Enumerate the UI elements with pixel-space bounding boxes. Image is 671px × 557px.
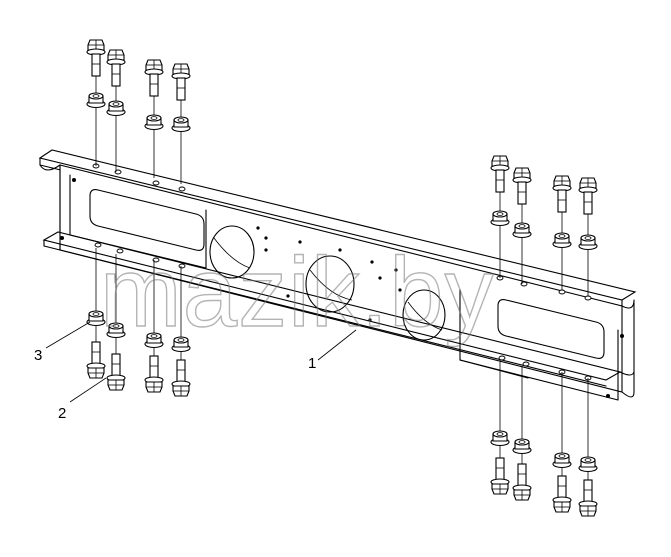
bolt-right-upper-2 (512, 167, 532, 205)
nut-right-upper-2 (512, 222, 532, 239)
bolt-left-upper-2 (106, 49, 126, 87)
callout-2: 2 (58, 377, 107, 422)
bolt-left-upper-1 (86, 39, 106, 77)
nut-left-upper-4 (171, 116, 191, 133)
callout-3: 3 (34, 321, 91, 364)
nut-left-lower-2 (106, 322, 126, 339)
nut-left-upper-3 (144, 114, 164, 131)
bolt-left-upper-4 (171, 63, 191, 101)
bolt-left-lower-2 (106, 353, 126, 391)
nut-right-upper-1 (490, 210, 510, 227)
bolt-left-lower-1 (86, 341, 106, 379)
fastener-group (86, 39, 598, 517)
nut-left-lower-1 (86, 310, 106, 327)
nut-left-upper-1 (86, 92, 106, 109)
nut-left-upper-2 (106, 100, 126, 117)
nut-right-lower-4 (578, 456, 598, 473)
bolt-left-lower-3 (144, 355, 164, 393)
nut-right-lower-1 (490, 430, 510, 447)
bolt-right-lower-1 (490, 457, 510, 495)
bolt-right-upper-3 (552, 175, 572, 213)
web-rivet-holes (60, 178, 624, 398)
bolt-left-lower-4 (171, 359, 191, 397)
bolt-right-upper-4 (578, 177, 598, 215)
callout-1: 1 (308, 329, 357, 372)
cross-member-beam (38, 149, 637, 401)
nut-right-upper-4 (578, 234, 598, 251)
nut-right-lower-3 (552, 452, 572, 469)
nut-left-lower-4 (171, 336, 191, 353)
callout-2-label: 2 (58, 405, 66, 422)
bolt-right-upper-1 (490, 155, 510, 193)
bolt-right-lower-2 (512, 463, 532, 501)
bolt-left-upper-3 (144, 59, 164, 97)
watermark-text: mazik.by (100, 237, 495, 347)
nut-left-lower-3 (144, 332, 164, 349)
bolt-right-lower-4 (578, 479, 598, 517)
nut-right-lower-2 (512, 438, 532, 455)
bolt-right-lower-3 (552, 475, 572, 513)
nut-right-upper-3 (552, 232, 572, 249)
callout-3-label: 3 (34, 347, 42, 364)
callout-1-label: 1 (308, 355, 316, 372)
